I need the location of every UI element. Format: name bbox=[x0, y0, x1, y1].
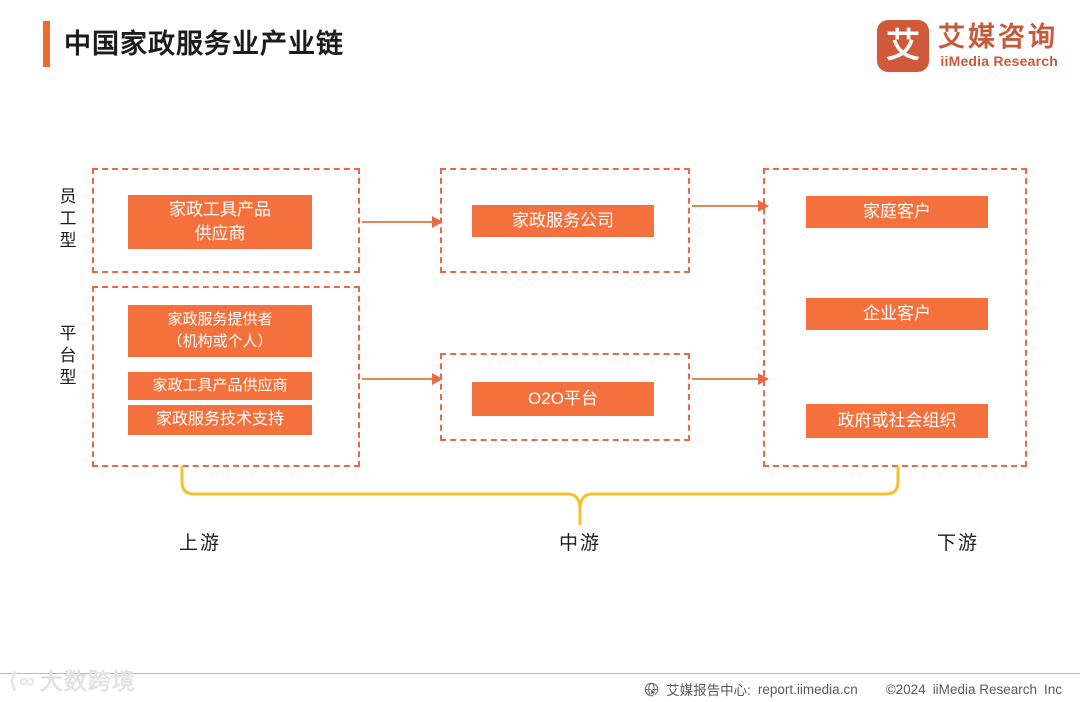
arrow-upstream-to-midstream-platform bbox=[362, 373, 443, 385]
group-midstream-platform bbox=[440, 353, 690, 441]
footer-info: 艾媒报告中心: report.iimedia.cn ©2024 iiMedia … bbox=[644, 679, 1062, 699]
page-title: 中国家政服务业产业链 bbox=[64, 29, 344, 59]
arrow-upstream-to-midstream-employee bbox=[362, 216, 443, 228]
stage-label-upstream: 上游 bbox=[178, 533, 221, 554]
footer-suffix: Inc bbox=[1043, 681, 1062, 697]
row-label-employee-type: 员工型 bbox=[59, 187, 77, 250]
node-downstream-government-org: 政府或社会组织 bbox=[806, 404, 988, 438]
arrow-midstream-to-downstream-employee bbox=[692, 200, 769, 212]
footer-copyright: ©2024 bbox=[885, 681, 926, 697]
group-upstream-employee bbox=[92, 168, 360, 273]
node-downstream-family-client: 家庭客户 bbox=[806, 196, 988, 228]
watermark: ⟨∞ 大数跨境 bbox=[8, 666, 136, 696]
value-chain-brace bbox=[180, 466, 900, 526]
node-upstream-tool-supplier-platform: 家政工具产品供应商 bbox=[128, 372, 312, 400]
footer-company: iiMedia Research bbox=[932, 681, 1037, 697]
arrow-midstream-to-downstream-platform bbox=[692, 373, 769, 385]
logo-name-en: iiMedia Research bbox=[940, 53, 1058, 69]
node-downstream-enterprise-client: 企业客户 bbox=[806, 298, 988, 330]
iimedia-logo: 艾 艾媒咨询 iiMedia Research bbox=[877, 18, 1058, 74]
footer-url[interactable]: report.iimedia.cn bbox=[757, 681, 858, 697]
footer-report-center-label: 艾媒报告中心: bbox=[666, 683, 751, 698]
group-midstream-employee bbox=[440, 168, 690, 273]
watermark-text: 大数跨境 bbox=[39, 668, 136, 694]
node-upstream-tool-supplier: 家政工具产品 供应商 bbox=[128, 195, 312, 249]
node-upstream-tech-support: 家政服务技术支持 bbox=[128, 405, 312, 435]
watermark-logo-icon: ⟨∞ bbox=[8, 668, 36, 693]
group-downstream bbox=[763, 168, 1027, 467]
row-label-platform-type: 平台型 bbox=[59, 324, 77, 387]
node-upstream-service-provider: 家政服务提供者 （机构或个人） bbox=[128, 305, 312, 357]
stage-label-downstream: 下游 bbox=[936, 533, 979, 554]
group-upstream-platform bbox=[92, 286, 360, 467]
title-accent-bar bbox=[43, 21, 50, 67]
globe-icon bbox=[644, 682, 659, 697]
node-midstream-service-company: 家政服务公司 bbox=[472, 205, 654, 237]
logo-name-cn: 艾媒咨询 bbox=[938, 22, 1058, 52]
node-midstream-o2o-platform: O2O平台 bbox=[472, 382, 654, 416]
logo-text: 艾媒咨询 iiMedia Research bbox=[938, 22, 1058, 70]
footer-divider bbox=[0, 673, 1080, 674]
stage-label-midstream: 中游 bbox=[558, 533, 601, 554]
logo-mark-icon: 艾 bbox=[877, 20, 929, 72]
